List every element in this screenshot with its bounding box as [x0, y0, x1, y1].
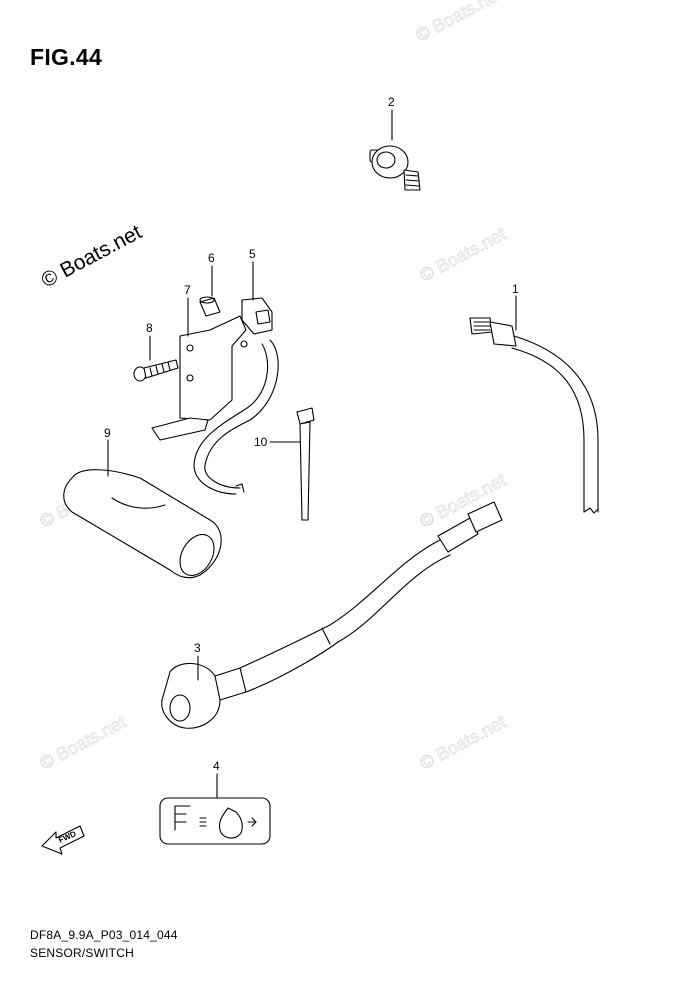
callout-10: 10	[254, 435, 268, 449]
part-1-temp-sensor	[469, 317, 599, 514]
callout-8: 8	[146, 321, 153, 335]
part-8-screw	[133, 359, 179, 382]
leader-lines	[107, 109, 517, 799]
part-9-sleeve	[63, 469, 222, 579]
fwd-arrow-icon: FWD	[41, 825, 85, 855]
faint-watermarks: © Boats.net © Boats.net © Boats.net © Bo…	[36, 0, 509, 774]
watermark-faint: © Boats.net	[36, 712, 129, 774]
callout-1: 1	[512, 282, 519, 296]
callout-3: 3	[194, 641, 201, 655]
part-7-bracket	[151, 315, 248, 441]
figure-title: FIG.44	[30, 44, 103, 70]
watermark-faint: © Boats.net	[412, 0, 505, 46]
part-4-decal	[159, 797, 271, 845]
callout-2: 2	[388, 95, 395, 109]
callout-numbers: 2 1 6 5 7 8 9 10 3 4	[104, 95, 519, 773]
watermark-faint: © Boats.net	[416, 712, 509, 774]
callout-6: 6	[208, 251, 215, 265]
callout-9: 9	[104, 426, 111, 440]
figure-name: SENSOR/SWITCH	[30, 946, 134, 960]
figure-code: DF8A_9.9A_P03_014_044	[30, 928, 178, 942]
part-2-sensor	[369, 145, 421, 191]
watermark-faint: © Boats.net	[416, 224, 509, 286]
part-10-cable-tie	[296, 407, 315, 521]
callout-5: 5	[249, 247, 256, 261]
watermark-main: © Boats.net	[38, 220, 146, 292]
part-6-collar	[199, 296, 221, 317]
callout-4: 4	[213, 759, 220, 773]
callout-7: 7	[184, 283, 191, 297]
part-3-indicator-harness	[161, 501, 503, 729]
